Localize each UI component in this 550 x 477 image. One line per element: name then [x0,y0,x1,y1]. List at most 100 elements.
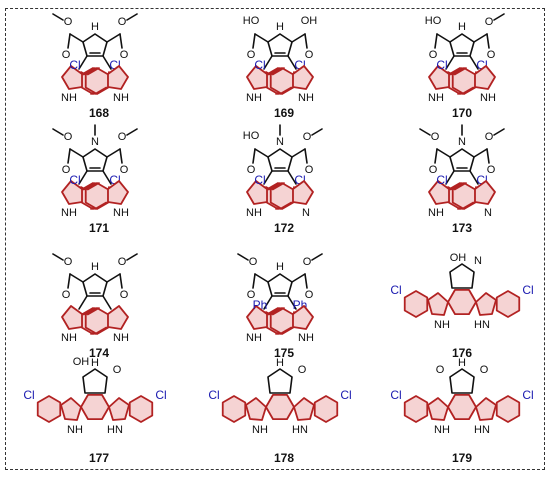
indole-nh-label: NH [61,92,77,104]
ester-oxygen: O [64,256,73,268]
top-lactam-ring [449,368,475,394]
top-lactam-ring [449,263,475,289]
substituent-label: Cl [109,58,120,72]
central-pyrrole-ring [267,148,293,172]
methyl-bond [126,128,138,136]
top-lactam-ring [82,368,108,394]
aromatic-bond [461,201,475,210]
central-pyrrole-ring [82,33,108,57]
substituent-label: Cl [69,58,80,72]
central-benzene-ring [80,393,110,421]
hydroxyl-label: OH [301,15,318,27]
aromatic-bond [86,307,100,316]
compound-number: 175 [274,346,294,360]
indole-pyrrole-ring [292,65,314,90]
aromatic-bond [453,182,467,191]
carboxyl-bond [473,33,488,43]
carbonyl-bond [304,148,308,164]
left-chloro-label: Cl [208,388,219,402]
aryl-bond [445,170,455,185]
aromatic-bond [449,182,463,191]
right-benzene-ring [128,395,154,423]
carbonyl-oxygen: O [436,364,445,376]
carbonyl-oxygen: O [120,49,129,61]
ring-nh-label: H [458,357,466,369]
aryl-bond [78,55,88,70]
indole-nh-label: NH [246,332,262,344]
right-nh-label: HN [474,424,490,436]
carbonyl-oxygen: O [429,164,438,176]
aromatic-bond [94,326,108,335]
aryl-bond [469,170,479,185]
left-nh-label: NH [434,319,450,331]
indole-nh-label: NH [298,332,314,344]
aromatic-bond [267,307,281,316]
ester-oxygen: O [64,131,73,143]
compound-number: 171 [89,221,109,235]
indole-nh-label: NH [480,92,496,104]
carboxyl-bond [106,33,121,43]
aryl-bond [263,55,273,70]
carbonyl-oxygen: O [305,49,314,61]
aryl-bond [445,55,455,70]
compound-number: 174 [89,346,109,360]
methyl-bond [126,13,138,21]
indole-nh-label: NH [246,92,262,104]
indole-benzene-ring [84,307,110,335]
carboxyl-bond [436,148,451,158]
aryl-bond [102,55,112,70]
aromatic-bond [271,307,285,316]
carbonyl-oxygen: O [62,289,71,301]
carboxyl-bond [254,148,269,158]
substituent-label: Cl [254,58,265,72]
aryl-bond [78,295,88,310]
left-pyrrole-ring [427,397,449,421]
aryl-bond [287,55,297,70]
carboxyl-bond [291,148,306,158]
left-nh-label: NH [434,424,450,436]
aromatic-bond [279,326,293,335]
indole-pyrrole-ring [246,65,268,90]
left-pyrrole-ring [60,397,82,421]
ester-oxygen: O [485,131,494,143]
indole-pyrrole-ring [428,65,450,90]
carbonyl-bond [434,148,438,164]
carbonyl-oxygen: O [429,49,438,61]
carbonyl-bond [304,33,308,49]
aryl-bond [263,170,273,185]
indole-nh-label: NH [61,332,77,344]
aryl-bond [263,295,273,310]
carbonyl-oxygen: O [113,364,122,376]
carbonyl-bond [67,273,71,289]
carbonyl-oxygen: O [298,364,307,376]
compound-number: 173 [452,221,472,235]
left-benzene-ring [221,395,247,423]
indole-nh-label: NH [298,92,314,104]
aromatic-bond [271,67,285,76]
indole-pyrrole-ring [107,305,129,330]
substituent-bond [447,186,454,191]
right-nh-label: HN [474,319,490,331]
indole-pyrrole-ring [292,305,314,330]
indole-nh-label: NH [61,207,77,219]
left-benzene-ring [403,395,429,423]
substituent-bond [80,186,87,191]
ester-oxygen: O [485,16,494,28]
right-chloro-label: Cl [522,283,533,297]
aromatic-bond [82,182,96,191]
indole-nh-label: N [302,207,310,219]
methyl-bond [52,128,64,136]
methyl-bond [311,253,323,261]
carboxyl-bond [69,273,84,283]
ester-oxygen: O [303,131,312,143]
carbonyl-oxygen: O [305,289,314,301]
